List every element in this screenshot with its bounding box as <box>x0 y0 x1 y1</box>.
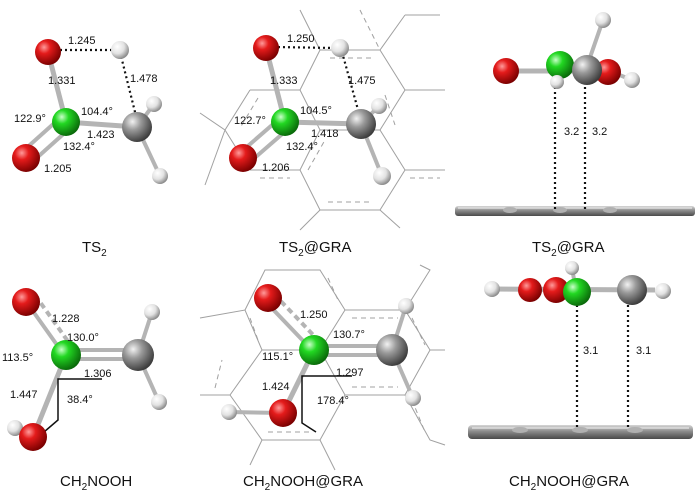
hydrogen-atom <box>331 39 349 57</box>
oxygen-atom <box>19 423 47 451</box>
label-oo-distance: 1.424 <box>262 381 290 393</box>
carbon-atom <box>122 112 152 142</box>
hydrogen-atom <box>595 12 611 28</box>
carbon-atom <box>617 275 647 305</box>
panel-ts2-gra: 1.250 1.333 1.475 104.5° 122.7° 1.418 13… <box>199 9 445 259</box>
caption-ts2-gra: TS2@GRA <box>279 239 351 259</box>
nitrogen-atom <box>299 335 329 365</box>
nitrogen-atom <box>563 278 591 306</box>
hydrogen-atom <box>565 261 579 275</box>
hydrogen-atom <box>624 72 640 88</box>
dihedral-marker <box>301 375 352 433</box>
caption-ts2: TS2 <box>82 239 107 259</box>
label-nc-distance: 1.423 <box>87 129 115 141</box>
label-oh-distance: 1.245 <box>68 35 96 47</box>
nitrogen-atom <box>546 51 574 79</box>
hydrogen-atom <box>152 168 168 184</box>
dotted-o-h <box>272 45 337 50</box>
label-no-distance: 1.331 <box>48 75 76 87</box>
label-distance-2: 3.2 <box>592 126 607 138</box>
label-hc-distance: 1.478 <box>130 73 158 85</box>
oxygen-atom <box>269 399 297 427</box>
panel-ch2nooh-gra: 1.250 130.7° 115.1° 1.297 1.424 178.4° C… <box>199 264 446 493</box>
carbon-atom <box>122 339 154 371</box>
label-nc-distance: 1.306 <box>84 368 112 380</box>
label-angle-top: 130.0° <box>67 332 99 344</box>
oxygen-atom <box>229 144 257 172</box>
label-distance-2: 3.1 <box>636 345 651 357</box>
panel-ch2nooh-gra-side: 3.1 3.1 CH2NOOH@GRA <box>468 261 693 493</box>
hydrogen-atom <box>405 390 421 406</box>
hydrogen-atom <box>484 281 500 297</box>
label-oh-distance: 1.250 <box>287 33 315 45</box>
oxygen-atom <box>254 284 282 312</box>
panel-ch2nooh: 1.228 130.0° 113.5° 1.306 1.447 38.4° CH… <box>2 288 167 493</box>
caption-ch2nooh-gra: CH2NOOH@GRA <box>243 473 363 493</box>
bond-n-o-b <box>33 293 74 349</box>
label-angle-c: 132.4° <box>286 141 318 153</box>
label-angle-c: 132.4° <box>63 141 95 153</box>
hydrogen-atom <box>373 167 391 185</box>
label-angle-left: 113.5° <box>2 352 33 364</box>
label-nc-distance: 1.418 <box>311 128 339 140</box>
dotted-h-c <box>340 51 362 118</box>
oxygen-atom <box>493 58 519 84</box>
hydrogen-atom <box>151 394 167 410</box>
dotted-h-c <box>118 51 139 121</box>
nitrogen-atom <box>51 340 81 370</box>
label-distance-1: 3.1 <box>583 345 598 357</box>
label-angle-n: 104.4° <box>81 106 113 118</box>
graphene-sheet-bumps <box>503 207 617 213</box>
hydrogen-atom <box>655 283 671 299</box>
label-angle-top: 130.7° <box>333 329 365 341</box>
label-angle-o: 122.9° <box>14 113 46 125</box>
hydrogen-atom <box>111 41 129 59</box>
oxygen-atom <box>12 144 40 172</box>
caption-ch2nooh-gra-side: CH2NOOH@GRA <box>509 473 629 493</box>
label-nc-distance: 1.297 <box>336 367 364 379</box>
hydrogen-atom <box>550 75 564 89</box>
label-no-distance: 1.333 <box>270 75 298 87</box>
label-oo-distance: 1.447 <box>10 389 38 401</box>
oxygen-atom <box>543 277 569 303</box>
label-angle-left: 115.1° <box>262 351 293 363</box>
oxygen-atom <box>35 39 61 65</box>
label-dihedral: 178.4° <box>317 395 349 407</box>
hydrogen-atom <box>221 404 237 420</box>
label-distance-1: 3.2 <box>564 126 579 138</box>
carbon-atom <box>376 334 408 366</box>
label-dihedral: 38.4° <box>67 394 93 406</box>
graphene-sheet-bumps <box>512 427 643 433</box>
oxygen-atom <box>253 35 279 61</box>
label-no-distance: 1.250 <box>300 309 328 321</box>
carbon-atom <box>346 109 376 139</box>
label-no-distance: 1.228 <box>52 313 80 325</box>
hydrogen-atom <box>7 420 23 436</box>
oxygen-atom <box>518 278 542 302</box>
caption-ch2nooh: CH2NOOH <box>60 473 132 493</box>
carbon-atom <box>572 55 602 85</box>
hydrogen-atom <box>146 96 162 112</box>
hydrogen-atom <box>144 304 160 320</box>
panel-ts2-gra-side: 3.2 3.2 TS2@GRA <box>455 12 695 259</box>
nitrogen-atom <box>271 108 299 136</box>
dihedral-marker <box>43 378 102 433</box>
caption-ts2-gra-side: TS2@GRA <box>532 239 604 259</box>
label-no2-distance: 1.205 <box>44 163 72 175</box>
graphene-sheet <box>199 264 446 471</box>
label-hc-distance: 1.475 <box>348 75 376 87</box>
panel-ts2: 1.245 1.331 1.478 104.4° 122.9° 1.423 13… <box>12 35 168 259</box>
oxygen-atom <box>595 59 621 85</box>
hydrogen-atom <box>371 98 387 114</box>
hydrogen-atom <box>398 298 414 314</box>
bond-n-o-b <box>272 292 321 343</box>
label-no2-distance: 1.206 <box>262 162 290 174</box>
oxygen-atom <box>12 288 40 316</box>
label-angle-n: 104.5° <box>300 105 332 117</box>
label-angle-o: 122.7° <box>234 115 266 127</box>
nitrogen-atom <box>52 108 80 136</box>
